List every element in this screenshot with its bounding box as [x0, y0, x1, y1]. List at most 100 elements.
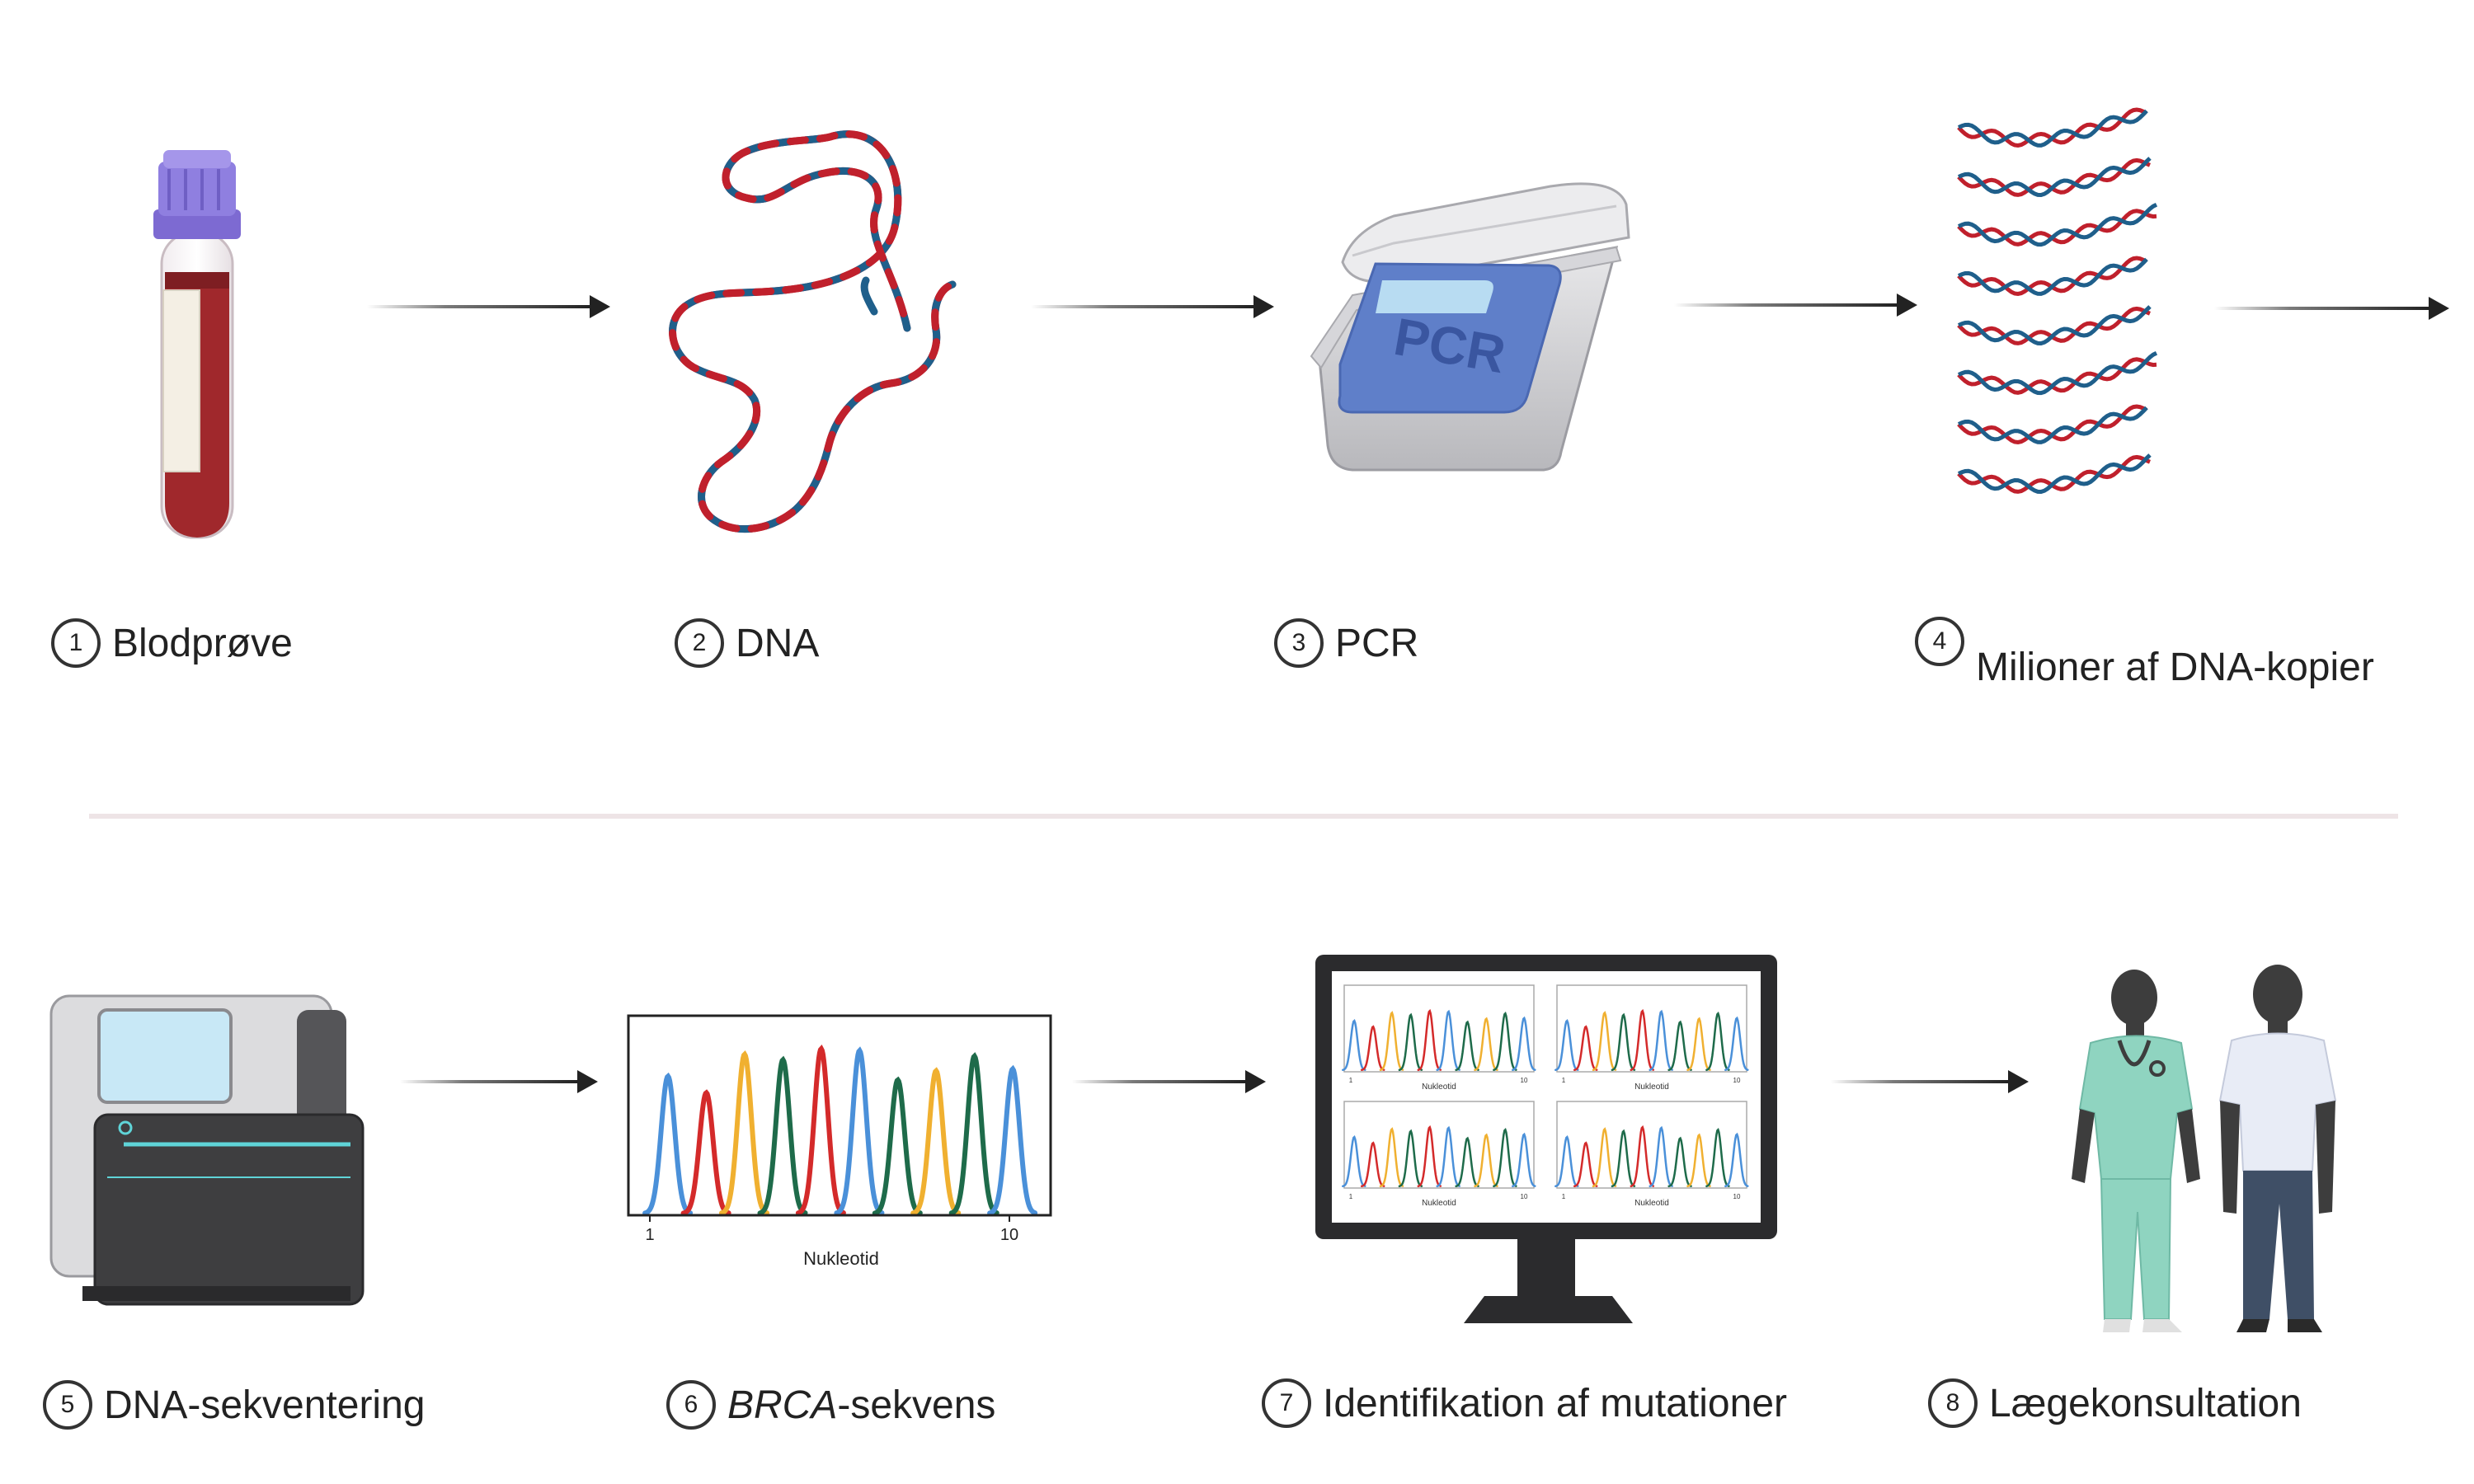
arrow-5-6 — [400, 1070, 598, 1093]
dna-copy-strand — [1957, 351, 2158, 396]
step-4-text: Milioner af DNA-kopier — [1976, 646, 2374, 689]
monitor-peak — [1592, 1127, 1617, 1188]
chromatogram-xlabel: Nukleotid — [803, 1248, 879, 1269]
chromatogram-peak — [987, 1064, 1038, 1216]
step-7-number: 7 — [1262, 1378, 1311, 1428]
blood-tube-icon — [153, 150, 241, 539]
monitor-peak — [1705, 1011, 1730, 1072]
monitor-peak — [1667, 1020, 1692, 1072]
monitor-panel-tick-start: 1 — [1562, 1077, 1566, 1084]
monitor-panel-xlabel: Nukleotid — [1634, 1199, 1669, 1208]
step-8-label: 8 Lægekonsultation — [1928, 1378, 2302, 1428]
dna-copy-strand — [1957, 109, 2148, 148]
monitor-panel-tick-end: 10 — [1521, 1193, 1528, 1200]
monitor-peak — [1686, 1017, 1711, 1072]
step-7-label: 7 Identifikation af mutationer — [1262, 1378, 1787, 1428]
step-8-number: 8 — [1928, 1378, 1978, 1428]
monitor-peak — [1436, 1009, 1460, 1072]
monitor-peak — [1573, 1025, 1598, 1072]
arrow-7-8 — [1831, 1070, 2029, 1093]
monitor-peak — [1379, 1011, 1404, 1072]
monitor-peak — [1724, 1132, 1749, 1188]
dna-copy-strand — [1957, 157, 2151, 197]
monitor-peak — [1667, 1136, 1692, 1188]
patient-figure — [2218, 965, 2337, 1332]
step-2-label: 2 DNA — [675, 618, 819, 668]
monitor-peak — [1493, 1127, 1517, 1188]
step-4-number: 4 — [1915, 617, 1964, 666]
monitor-peak — [1630, 1125, 1655, 1188]
monitor-peak — [1474, 1133, 1498, 1188]
monitor-peak — [1493, 1011, 1517, 1072]
monitor-peak — [1360, 1025, 1385, 1072]
step-1-text: Blodprøve — [112, 621, 293, 665]
dna-copy-strand — [1957, 357, 2157, 395]
chromatogram-peak — [795, 1045, 846, 1216]
pcr-machine-icon: PCR — [1310, 182, 1630, 472]
monitor-peak — [1512, 1016, 1536, 1072]
monitor-peak — [1417, 1125, 1442, 1188]
dna-copy-strand — [1957, 453, 2152, 495]
monitor-panel-tick-start: 1 — [1562, 1193, 1566, 1200]
dna-copy-strand — [1957, 406, 2148, 444]
dna-copy-strand — [1957, 305, 2152, 346]
step-3-label: 3 PCR — [1274, 618, 1418, 668]
monitor-peak — [1630, 1008, 1655, 1072]
step-5-label: 5 DNA-sekventering — [43, 1380, 425, 1430]
monitor-peak — [1649, 1125, 1673, 1188]
step-5-text: DNA-sekventering — [104, 1383, 426, 1427]
dna-copy-strand — [1957, 257, 2148, 296]
chromatogram-chart: 1 10 Nukleotid — [627, 1014, 1052, 1269]
step-6-text-italic: BRCA — [727, 1383, 838, 1427]
chromatogram-peak — [910, 1067, 962, 1216]
step-8-text: Lægekonsultation — [1989, 1381, 2302, 1425]
step-3-text: PCR — [1335, 621, 1419, 665]
monitor-peak — [1436, 1125, 1460, 1188]
monitor-panel-tick-start: 1 — [1349, 1077, 1353, 1084]
dna-copy-strand — [1957, 454, 2151, 494]
monitor-peak — [1554, 1134, 1579, 1188]
step-4-label: 4 Milioner af DNA-kopier — [1915, 617, 2374, 690]
monitor-panel-tick-start: 1 — [1349, 1193, 1353, 1200]
chromatogram-peak — [642, 1072, 694, 1216]
monitor-peak — [1705, 1127, 1730, 1188]
monitor-peak — [1455, 1136, 1479, 1188]
arrow-1-2 — [367, 295, 610, 318]
monitor-panel-tick-end: 10 — [1733, 1193, 1741, 1200]
dna-copy-strand — [1957, 209, 2157, 247]
dna-copy-strand — [1957, 157, 2152, 198]
step-7-text: Identifikation af mutationer — [1323, 1381, 1787, 1425]
monitor-panel-xlabel: Nukleotid — [1422, 1082, 1456, 1092]
dna-sequencer-icon — [49, 994, 365, 1306]
step-3-number: 3 — [1274, 618, 1324, 668]
step-5-number: 5 — [43, 1380, 92, 1430]
chromatogram-peaks — [642, 1045, 1038, 1216]
monitor-peak — [1573, 1141, 1598, 1188]
dna-copy-strand — [1957, 306, 2151, 345]
step-6-label: 6 BRCA-sekvens — [666, 1380, 995, 1430]
chromatogram-peak — [948, 1052, 999, 1216]
chromatogram-peak — [680, 1089, 731, 1216]
arrow-2-3 — [1031, 295, 1274, 318]
arrow-6-7 — [1072, 1070, 1266, 1093]
step-2-number: 2 — [675, 618, 724, 668]
doctor-patient-icon — [2072, 965, 2337, 1332]
monitor-peak — [1611, 1012, 1636, 1072]
chromatogram-peak — [834, 1046, 885, 1216]
monitor-peak — [1649, 1009, 1673, 1072]
monitor-panel-xlabel: Nukleotid — [1634, 1082, 1669, 1092]
chromatogram-peak — [872, 1076, 923, 1216]
chromatogram-tick-start: 1 — [645, 1226, 654, 1244]
monitor-peak — [1592, 1011, 1617, 1072]
monitor-peak — [1474, 1017, 1498, 1072]
monitor-panel-xlabel: Nukleotid — [1422, 1199, 1456, 1208]
arrow-3-4 — [1674, 294, 1917, 317]
dna-copies-icon — [1957, 107, 2158, 495]
step-1-label: 1 Blodprøve — [51, 618, 293, 668]
monitor-peak — [1398, 1129, 1423, 1188]
monitor-peak — [1398, 1012, 1423, 1072]
